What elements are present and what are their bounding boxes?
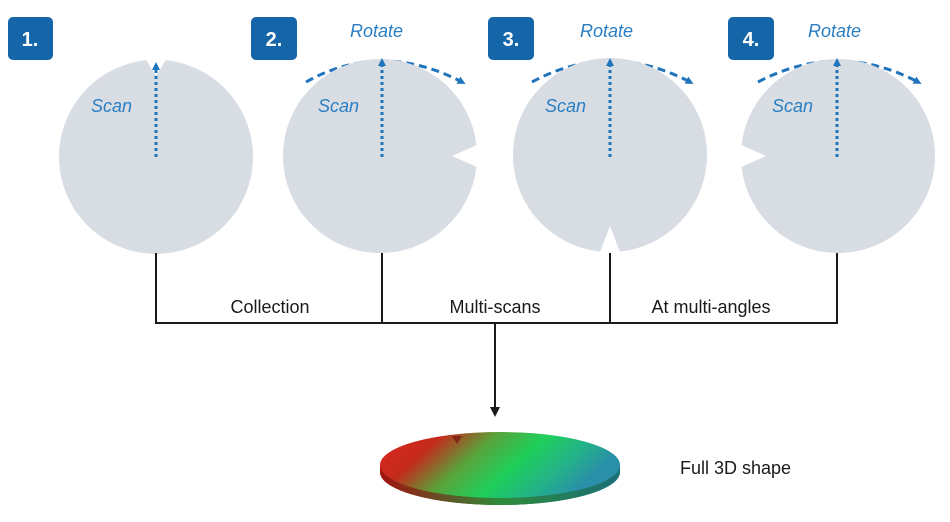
step-2-badge [251,17,297,60]
step-3-badge [488,17,534,60]
step-1-number: 1. [22,29,39,51]
step-4-rotate-label: Rotate [808,21,861,41]
step-1-scan-label: Scan [91,96,132,116]
stage-label-multi-angles: At multi-angles [651,297,770,317]
step-2-scan-label: Scan [318,96,359,116]
step-4-number: 4. [743,29,760,51]
step-3: 3. Rotate Scan [488,17,707,252]
wafer-2-icon [283,58,477,253]
step-1: 1. Scan [8,17,253,254]
step-4-badge [728,17,774,60]
step-2-rotate-label: Rotate [350,21,403,41]
result-label: Full 3D shape [680,458,791,478]
step-2-number: 2. [266,29,283,51]
stage-label-collection: Collection [230,297,309,317]
wafer-1-icon [58,60,253,254]
step-3-rotate-label: Rotate [580,21,633,41]
step-4: 4. Rotate Scan [728,17,935,254]
stage-label-multi-scans: Multi-scans [449,297,540,317]
collection-bracket [155,253,838,417]
step-4-scan-label: Scan [772,96,813,116]
step-1-badge [8,17,53,60]
3d-wafer-shape-icon [380,432,620,505]
step-3-number: 3. [503,29,520,51]
step-3-scan-label: Scan [545,96,586,116]
step-2: 2. Rotate Scan [251,17,477,253]
